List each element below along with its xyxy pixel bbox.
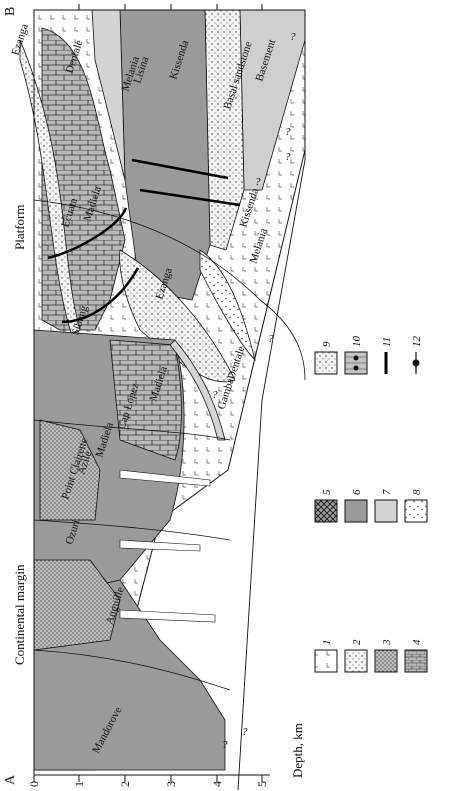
- fault-line: [47, 207, 128, 260]
- legend-swatch: [314, 499, 338, 523]
- depth-tick-label: 3: [164, 781, 178, 787]
- legend-number: 7: [381, 489, 393, 495]
- region-platform-label: Platform: [12, 205, 27, 251]
- madiela-centre-unit: [109, 339, 182, 461]
- legend-number: 1: [321, 640, 333, 646]
- svg-text:?: ?: [242, 726, 248, 738]
- depth-tick-label: 5: [255, 781, 269, 787]
- formation-label: Ezanga: [9, 22, 30, 57]
- legend-swatch: [404, 499, 428, 523]
- legend-number: 3: [381, 639, 393, 646]
- legend-number: 4: [411, 639, 423, 645]
- legend-swatch: [374, 499, 398, 523]
- salt-finger: [119, 539, 201, 552]
- salt-finger: [119, 469, 211, 487]
- melania-dashed-unit: [199, 249, 256, 362]
- legend-number: 12: [411, 336, 423, 348]
- svg-text:?: ?: [255, 176, 261, 188]
- depth-tick-label: 0: [27, 781, 41, 787]
- layer-boundary: [33, 649, 231, 691]
- legend-number: 10: [351, 336, 363, 348]
- cross-section: [19, 9, 306, 791]
- legend-dot: [353, 365, 359, 371]
- layer-boundary: [33, 199, 306, 381]
- legend-number: 11: [381, 337, 393, 347]
- uncertainty-marks: ? ? ? ? ? ? ? ?: [212, 31, 296, 751]
- layer-boundary: [33, 519, 231, 541]
- ozuri-point-clairette-unit: [39, 419, 101, 521]
- region-continental-margin-label: Continental margin: [12, 564, 27, 665]
- ezanga-lens: [119, 249, 236, 383]
- salt-finger: [119, 609, 216, 623]
- section-base-line: [237, 10, 306, 791]
- legend-dot: [412, 359, 420, 367]
- svg-text:?: ?: [222, 739, 228, 751]
- legend: 1 2 3 4 5 6 7 8 9 10 11 12: [314, 336, 428, 673]
- depth-tick-label: 2: [118, 781, 132, 787]
- endpoint-a-label: A: [3, 774, 18, 785]
- svg-text:?: ?: [212, 389, 218, 401]
- fault-line: [139, 188, 241, 207]
- legend-swatch: [314, 351, 338, 375]
- endpoint-b-label: B: [3, 7, 18, 16]
- depth-axis: [33, 4, 305, 782]
- legend-number: 6: [351, 489, 363, 495]
- legend-swatch: [344, 649, 368, 673]
- fault-line: [131, 158, 229, 180]
- legend-swatch: [404, 649, 428, 673]
- legend-swatch: [374, 649, 398, 673]
- legend-number: 8: [411, 489, 423, 495]
- layer-boundary: [33, 419, 231, 441]
- svg-text:?: ?: [285, 151, 291, 163]
- legend-swatch: [344, 351, 368, 375]
- depth-tick-label: 1: [72, 781, 86, 787]
- legend-dot: [353, 355, 359, 361]
- depth-axis-label: Depth, km: [290, 723, 305, 778]
- legend-number: 9: [321, 341, 333, 347]
- legend-number: 5: [321, 489, 333, 495]
- depth-tick-label: 4: [210, 781, 224, 787]
- legend-swatch: [314, 649, 338, 673]
- legend-number: 2: [351, 639, 363, 645]
- fault-line: [61, 267, 140, 324]
- gamba-strip: [169, 339, 226, 441]
- legend-swatch: [344, 499, 368, 523]
- svg-text:?: ?: [268, 333, 274, 345]
- svg-text:?: ?: [285, 126, 291, 138]
- svg-text:?: ?: [290, 31, 296, 43]
